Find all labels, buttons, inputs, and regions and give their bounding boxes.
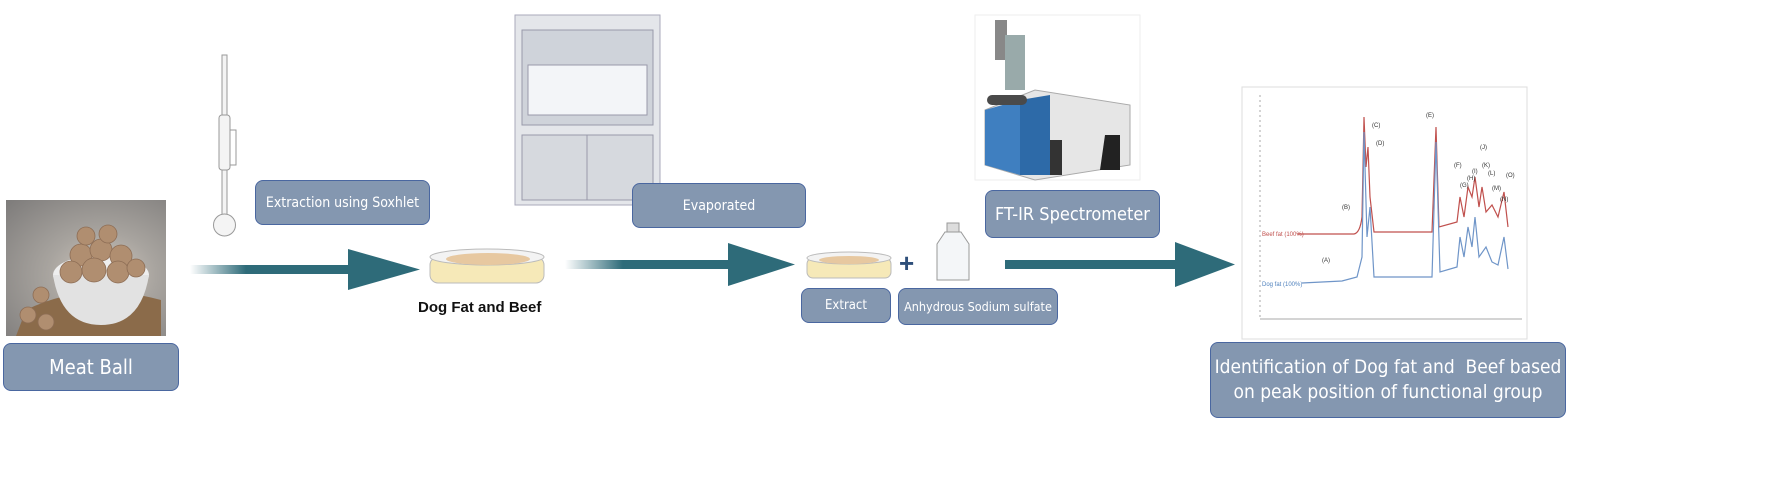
peak-label-a: (A) (1322, 258, 1330, 264)
extract-label-box: Extract (801, 288, 891, 323)
peak-label-e: (E) (1426, 113, 1434, 119)
ftir-spectrum-figure: Beef fat (100%) Dog fat (100%) (A) (B) (… (1241, 86, 1528, 340)
dog-fat-legend: Dog fat (100%) (1262, 282, 1302, 288)
evaporated-label-box: Evaporated (632, 183, 806, 228)
meatball-photo (6, 200, 166, 336)
plus-icon: + (899, 248, 915, 278)
soxhlet-apparatus-icon (213, 54, 237, 237)
peak-label-h: (H) (1467, 176, 1475, 182)
evaporated-label: Evaporated (682, 197, 756, 214)
process-arrow-2 (565, 243, 795, 286)
result-label-box: Identification of Dog fat and Beef based… (1210, 342, 1566, 418)
reagent-bottle-icon (936, 222, 970, 281)
extract-label: Extract (825, 298, 867, 313)
process-arrow-3 (1005, 242, 1235, 287)
beef-fat-legend: Beef fat (100%) (1262, 232, 1304, 238)
peak-label-j: (J) (1480, 145, 1487, 151)
peak-label-o: (O) (1506, 173, 1515, 179)
peak-label-b: (B) (1342, 205, 1350, 211)
sample-label: Dog Fat and Beef (418, 299, 542, 316)
peak-label-i: (I) (1472, 169, 1478, 175)
result-label-line2: on peak position of functional group (1233, 381, 1543, 403)
peak-label-g: (G) (1460, 183, 1469, 189)
peak-label-c: (C) (1372, 123, 1380, 129)
peak-label-f: (F) (1454, 163, 1462, 169)
petri-dish-icon (429, 248, 545, 284)
meatball-label-box: Meat Ball (3, 343, 179, 391)
beef-fat-trace (1297, 116, 1509, 235)
meatball-bowl-illustration (16, 224, 161, 336)
extract-dish-icon (806, 251, 892, 279)
peak-label-d: (D) (1376, 141, 1384, 147)
spectrometer-label-box: FT-IR Spectrometer (985, 190, 1160, 238)
ftir-spectrometer-icon (974, 14, 1141, 181)
result-label-line1: Identification of Dog fat and Beef based (1214, 356, 1562, 379)
peak-label-m: (M) (1492, 186, 1501, 192)
peak-label-n: (N) (1500, 197, 1508, 203)
peak-label-k: (K) (1482, 163, 1490, 169)
meatball-label: Meat Ball (49, 355, 133, 379)
fume-hood-icon (514, 14, 661, 206)
extraction-label-box: Extraction using Soxhlet (255, 180, 430, 225)
process-arrow-1 (190, 249, 420, 290)
extraction-label: Extraction using Soxhlet (265, 194, 420, 211)
peak-label-l: (L) (1488, 171, 1495, 177)
spectrometer-label: FT-IR Spectrometer (995, 203, 1150, 225)
dog-fat-trace (1301, 131, 1509, 284)
drying-agent-label-box: Anhydrous Sodium sulfate (898, 288, 1058, 325)
drying-agent-label: Anhydrous Sodium sulfate (904, 299, 1052, 314)
